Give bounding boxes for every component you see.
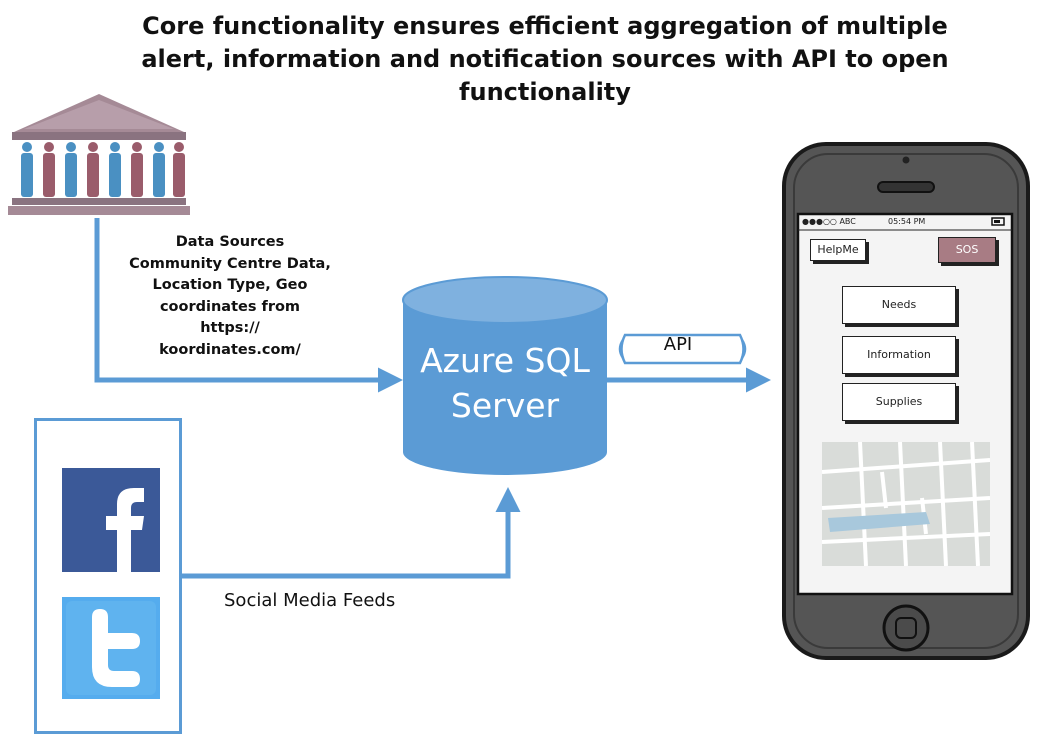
facebook-icon [62,468,160,572]
api-label: API [663,334,693,355]
diagram-title: Core functionality ensures efficient agg… [141,12,949,106]
helpme-button[interactable]: HelpMe [810,239,866,261]
status-time: 05:54 PM [888,217,926,226]
data-sources-line: koordinates.com/ [159,341,301,358]
database-label: Azure SQL Server [405,338,605,428]
database-label-line2: Server [450,386,560,425]
database-label-line1: Azure SQL [420,341,590,380]
data-sources-line: https:// [200,320,260,336]
data-sources-heading: Data Sources [175,234,285,250]
social-feeds-arrow [182,487,521,579]
social-media-box [34,418,182,734]
data-sources-label: Data Sources Community Centre Data, Loca… [120,232,340,361]
social-feeds-label: Social Media Feeds [224,590,396,611]
needs-button[interactable]: Needs [842,286,956,324]
api-badge [618,333,747,365]
data-sources-line: Location Type, Geo [152,277,308,293]
government-building-icon [8,94,190,215]
map-view[interactable] [822,442,990,566]
data-sources-line: coordinates from [159,298,301,315]
database-cylinder-icon [402,276,608,475]
phone-mockup: ●●●○○ ABC 05:54 PM HelpMe SOS Needs Info… [770,138,1040,666]
status-carrier: ●●●○○ ABC [802,217,856,226]
sos-button[interactable]: SOS [938,237,996,263]
data-sources-line: Community Centre Data, [129,255,331,272]
information-button[interactable]: Information [842,336,956,374]
supplies-button[interactable]: Supplies [842,383,956,421]
twitter-icon [62,597,160,699]
data-sources-arrow [94,218,403,393]
